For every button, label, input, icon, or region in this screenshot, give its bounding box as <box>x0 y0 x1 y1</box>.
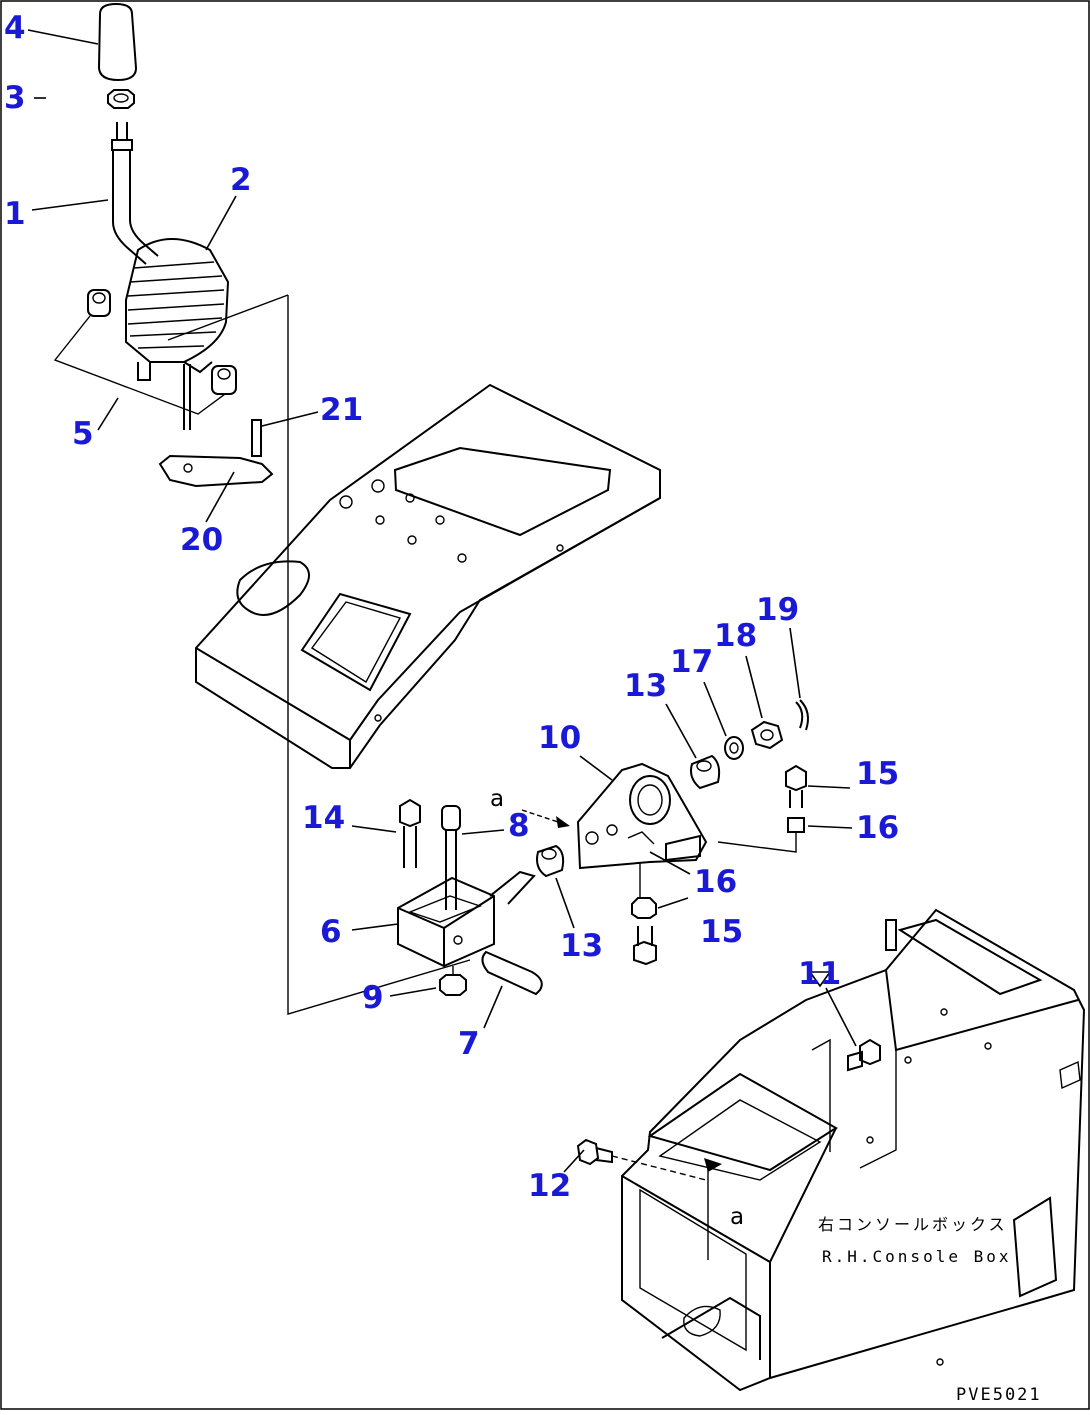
assembly-line-main <box>287 295 471 1015</box>
callout-15-lower: 15 <box>700 914 743 950</box>
plate-10-part <box>576 762 708 870</box>
leader-lines <box>27 29 857 1173</box>
callout-2: 2 <box>230 162 252 198</box>
lever-rod-part <box>111 122 159 265</box>
view-label-a-lower: a <box>730 1204 744 1230</box>
bolt-12-part <box>576 1138 707 1181</box>
bolt-8-part <box>441 805 461 910</box>
nut-16-upper-part <box>787 817 805 833</box>
callout-19: 19 <box>756 592 799 628</box>
bushing-13-upper-part <box>690 754 721 790</box>
bolt-14-part <box>399 798 421 868</box>
callout-1: 1 <box>4 196 26 232</box>
console-panel <box>195 383 661 769</box>
callout-3: 3 <box>4 80 26 116</box>
callout-4: 4 <box>4 10 26 46</box>
nut-16-bracket <box>717 832 797 853</box>
drawing-code: PVE5021 <box>956 1385 1042 1405</box>
bolt-11-part <box>847 1038 881 1072</box>
nut-9-part <box>439 966 467 996</box>
callout-10: 10 <box>538 720 581 756</box>
nut-16-lower-part <box>631 862 657 919</box>
callout-9: 9 <box>362 980 384 1016</box>
view-arrow-a-lower: a <box>704 1158 744 1260</box>
callout-16-upper: 16 <box>856 810 899 846</box>
bolt-15-upper-part <box>785 764 807 808</box>
bracket-block-part <box>397 876 495 968</box>
callout-13-upper: 13 <box>624 668 667 704</box>
callout-17: 17 <box>670 644 713 680</box>
bushing-13-lower-part <box>536 844 565 878</box>
callout-labels: 4 3 1 2 5 21 20 19 18 17 13 10 15 16 14 … <box>4 10 899 1204</box>
callout-6: 6 <box>320 914 342 950</box>
view-arrow-a-upper: a <box>490 786 570 828</box>
callout-11: 11 <box>798 956 841 992</box>
console-box-note-en: R.H.Console Box <box>822 1247 1012 1266</box>
console-box <box>621 908 1086 1392</box>
washer-17-part <box>724 736 744 760</box>
callout-15-upper: 15 <box>856 756 899 792</box>
bushing-left-part <box>87 289 111 317</box>
shaft-stub <box>489 870 536 905</box>
nut-18-part <box>750 720 784 750</box>
callout-20: 20 <box>180 522 223 558</box>
boot-part <box>125 238 230 430</box>
bushing-right-part <box>211 365 237 395</box>
callout-14: 14 <box>302 800 345 836</box>
bolt-15-lower-part <box>633 926 657 966</box>
assembly-line-top <box>167 294 289 341</box>
callout-12: 12 <box>528 1168 571 1204</box>
callout-21: 21 <box>320 392 363 428</box>
plate-part <box>158 419 274 488</box>
view-label-a-upper: a <box>490 786 504 812</box>
cotter-pin-19-part <box>795 699 809 731</box>
callout-7: 7 <box>458 1026 480 1062</box>
callout-16-lower: 16 <box>694 864 737 900</box>
knob-part <box>97 2 138 82</box>
callout-18: 18 <box>714 618 757 654</box>
callout-5: 5 <box>72 416 94 452</box>
console-box-note-jp: 右コンソールボックス <box>818 1215 1008 1234</box>
nut-part <box>107 89 135 109</box>
shaft-7-part <box>481 950 543 996</box>
callout-13-lower: 13 <box>560 928 603 964</box>
bushing-group-bracket <box>53 315 226 415</box>
callout-8: 8 <box>508 808 530 844</box>
